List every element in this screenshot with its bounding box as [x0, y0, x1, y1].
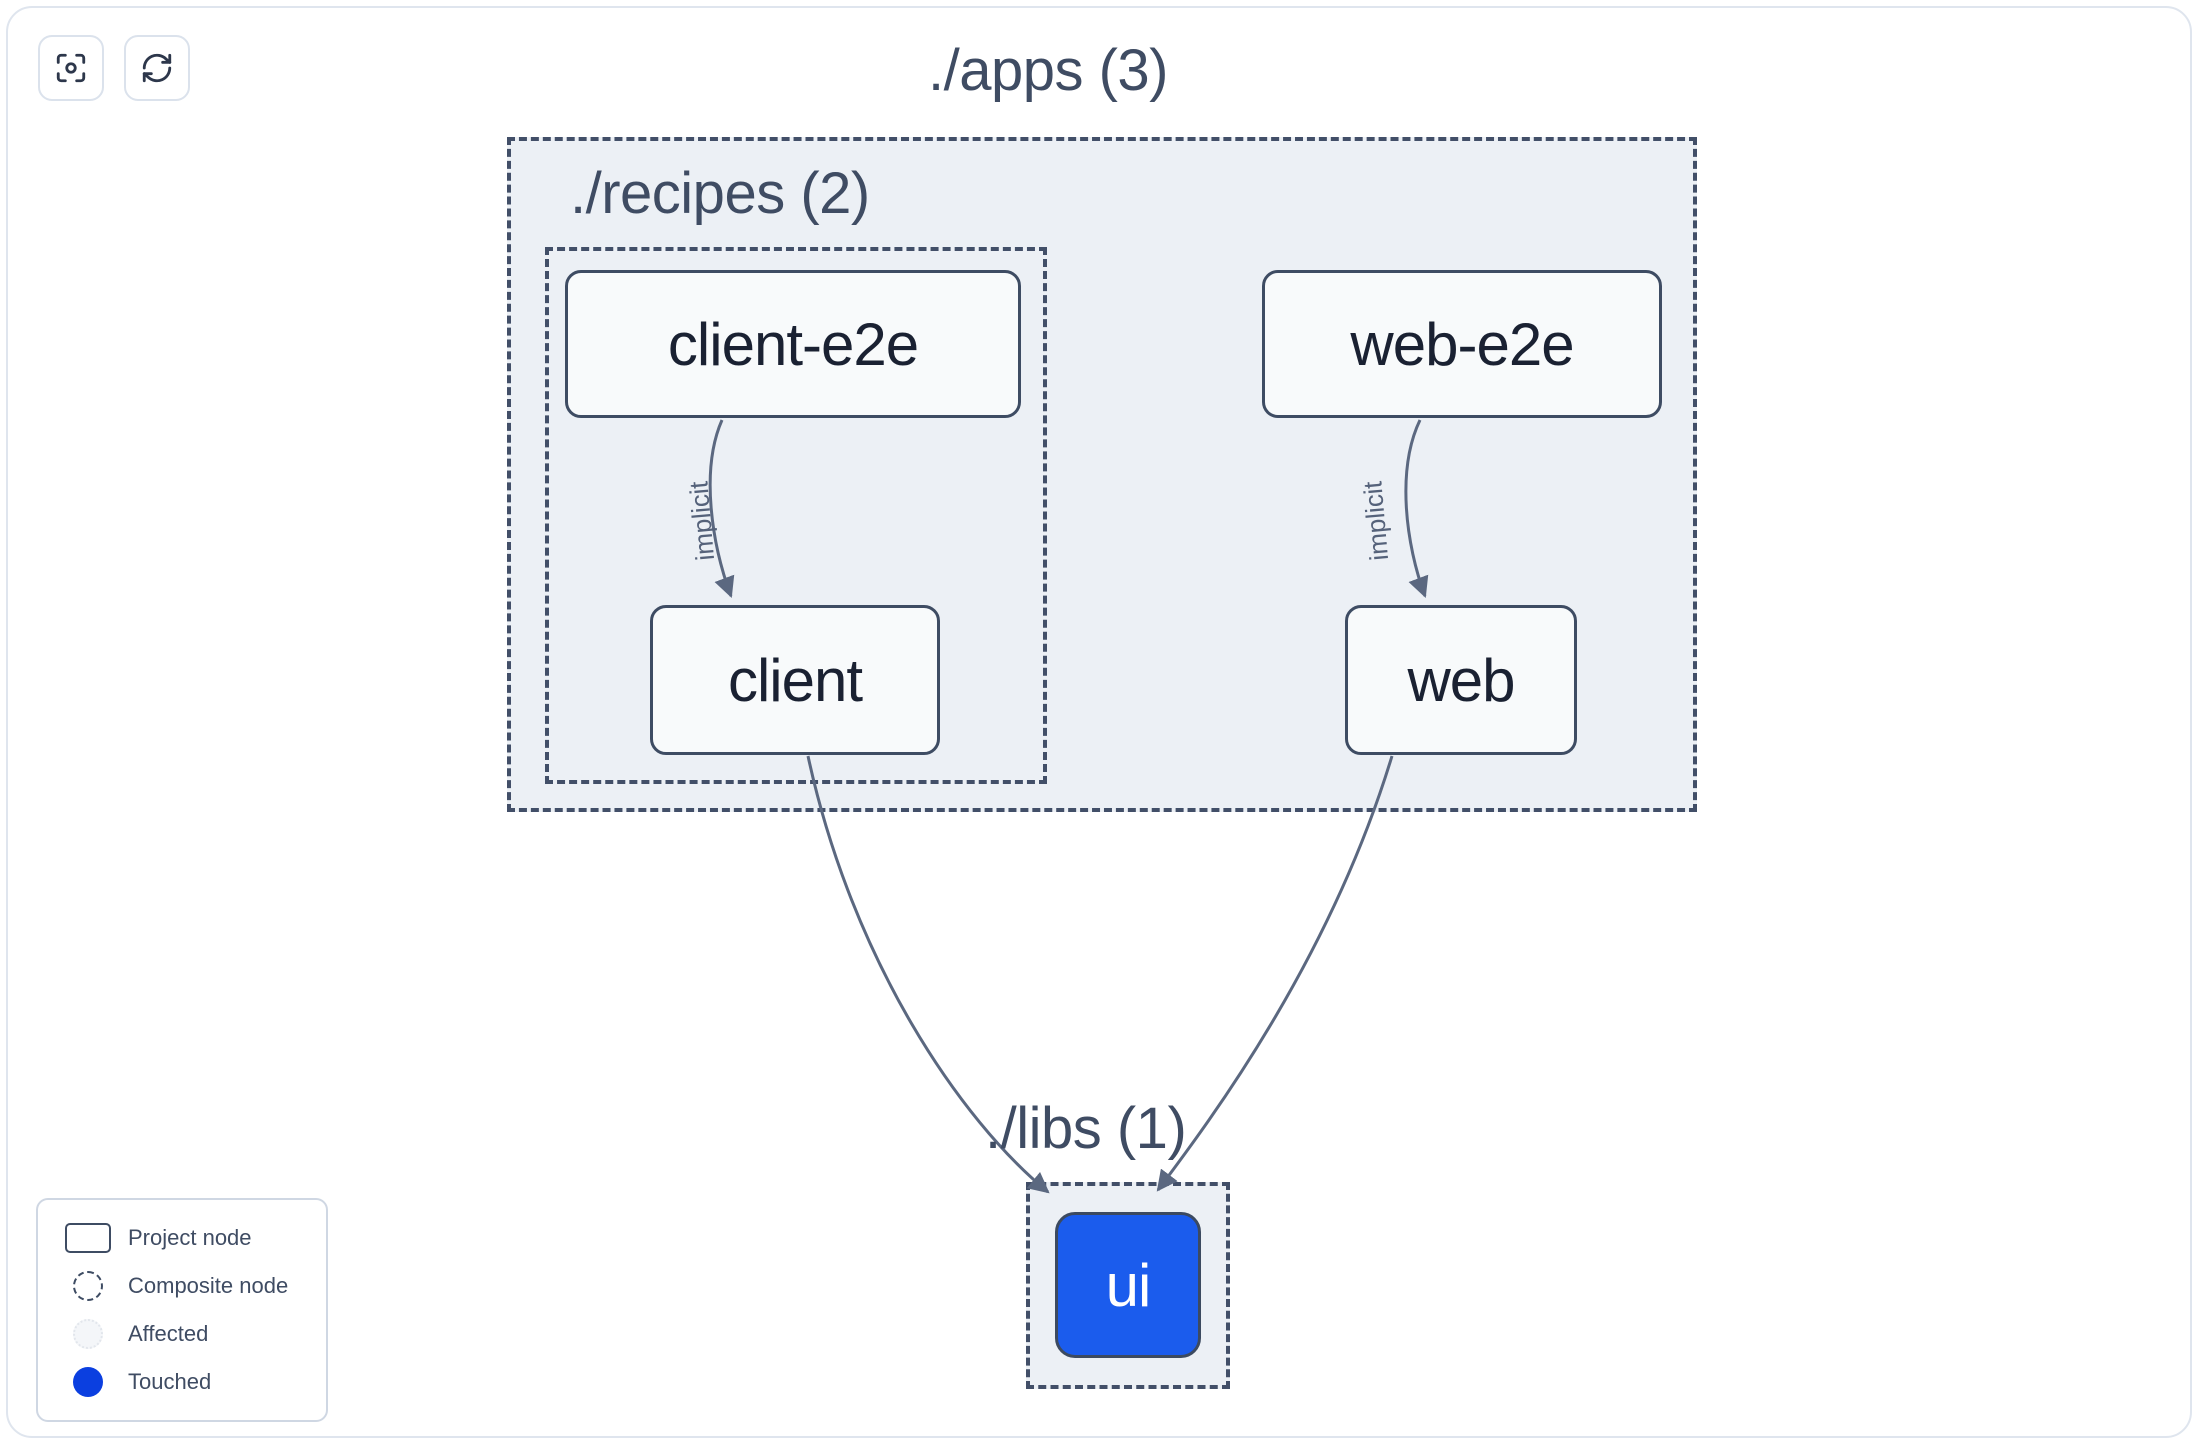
refresh-graph-button[interactable] [124, 35, 190, 101]
legend-item-affected: Affected [38, 1310, 326, 1358]
edge-web-to-ui [1156, 755, 1394, 1192]
legend-label-affected: Affected [128, 1321, 209, 1346]
project-node-web[interactable]: web [1345, 605, 1577, 755]
touched-swatch [62, 1367, 114, 1397]
project-node-client-e2e[interactable]: client-e2e [565, 270, 1021, 418]
legend-item-project-node: Project node [38, 1214, 326, 1262]
project-node-web-e2e[interactable]: web-e2e [1262, 270, 1662, 418]
composite-label-libs: ./libs (1) [985, 1096, 1187, 1161]
refresh-sync-icon [140, 51, 174, 85]
project-node-ui[interactable]: ui [1055, 1212, 1201, 1358]
project-node-client[interactable]: client [650, 605, 940, 755]
composite-label-apps: ./apps (3) [928, 38, 1169, 103]
focus-graph-button[interactable] [38, 35, 104, 101]
legend-label-touched: Touched [128, 1369, 212, 1394]
legend-label-composite-node: Composite node [128, 1273, 289, 1298]
composite-label-recipes: ./recipes (2) [570, 161, 870, 226]
graph-legend: Project node Composite node Affected Tou… [36, 1198, 328, 1422]
legend-item-touched: Touched [38, 1358, 326, 1406]
focus-target-icon [54, 51, 88, 85]
affected-swatch [62, 1319, 114, 1349]
project-node-swatch [62, 1223, 114, 1253]
legend-label-project-node: Project node [128, 1225, 252, 1250]
composite-node-swatch [62, 1271, 114, 1301]
legend-item-composite-node: Composite node [38, 1262, 326, 1310]
graph-toolbar [38, 35, 190, 101]
